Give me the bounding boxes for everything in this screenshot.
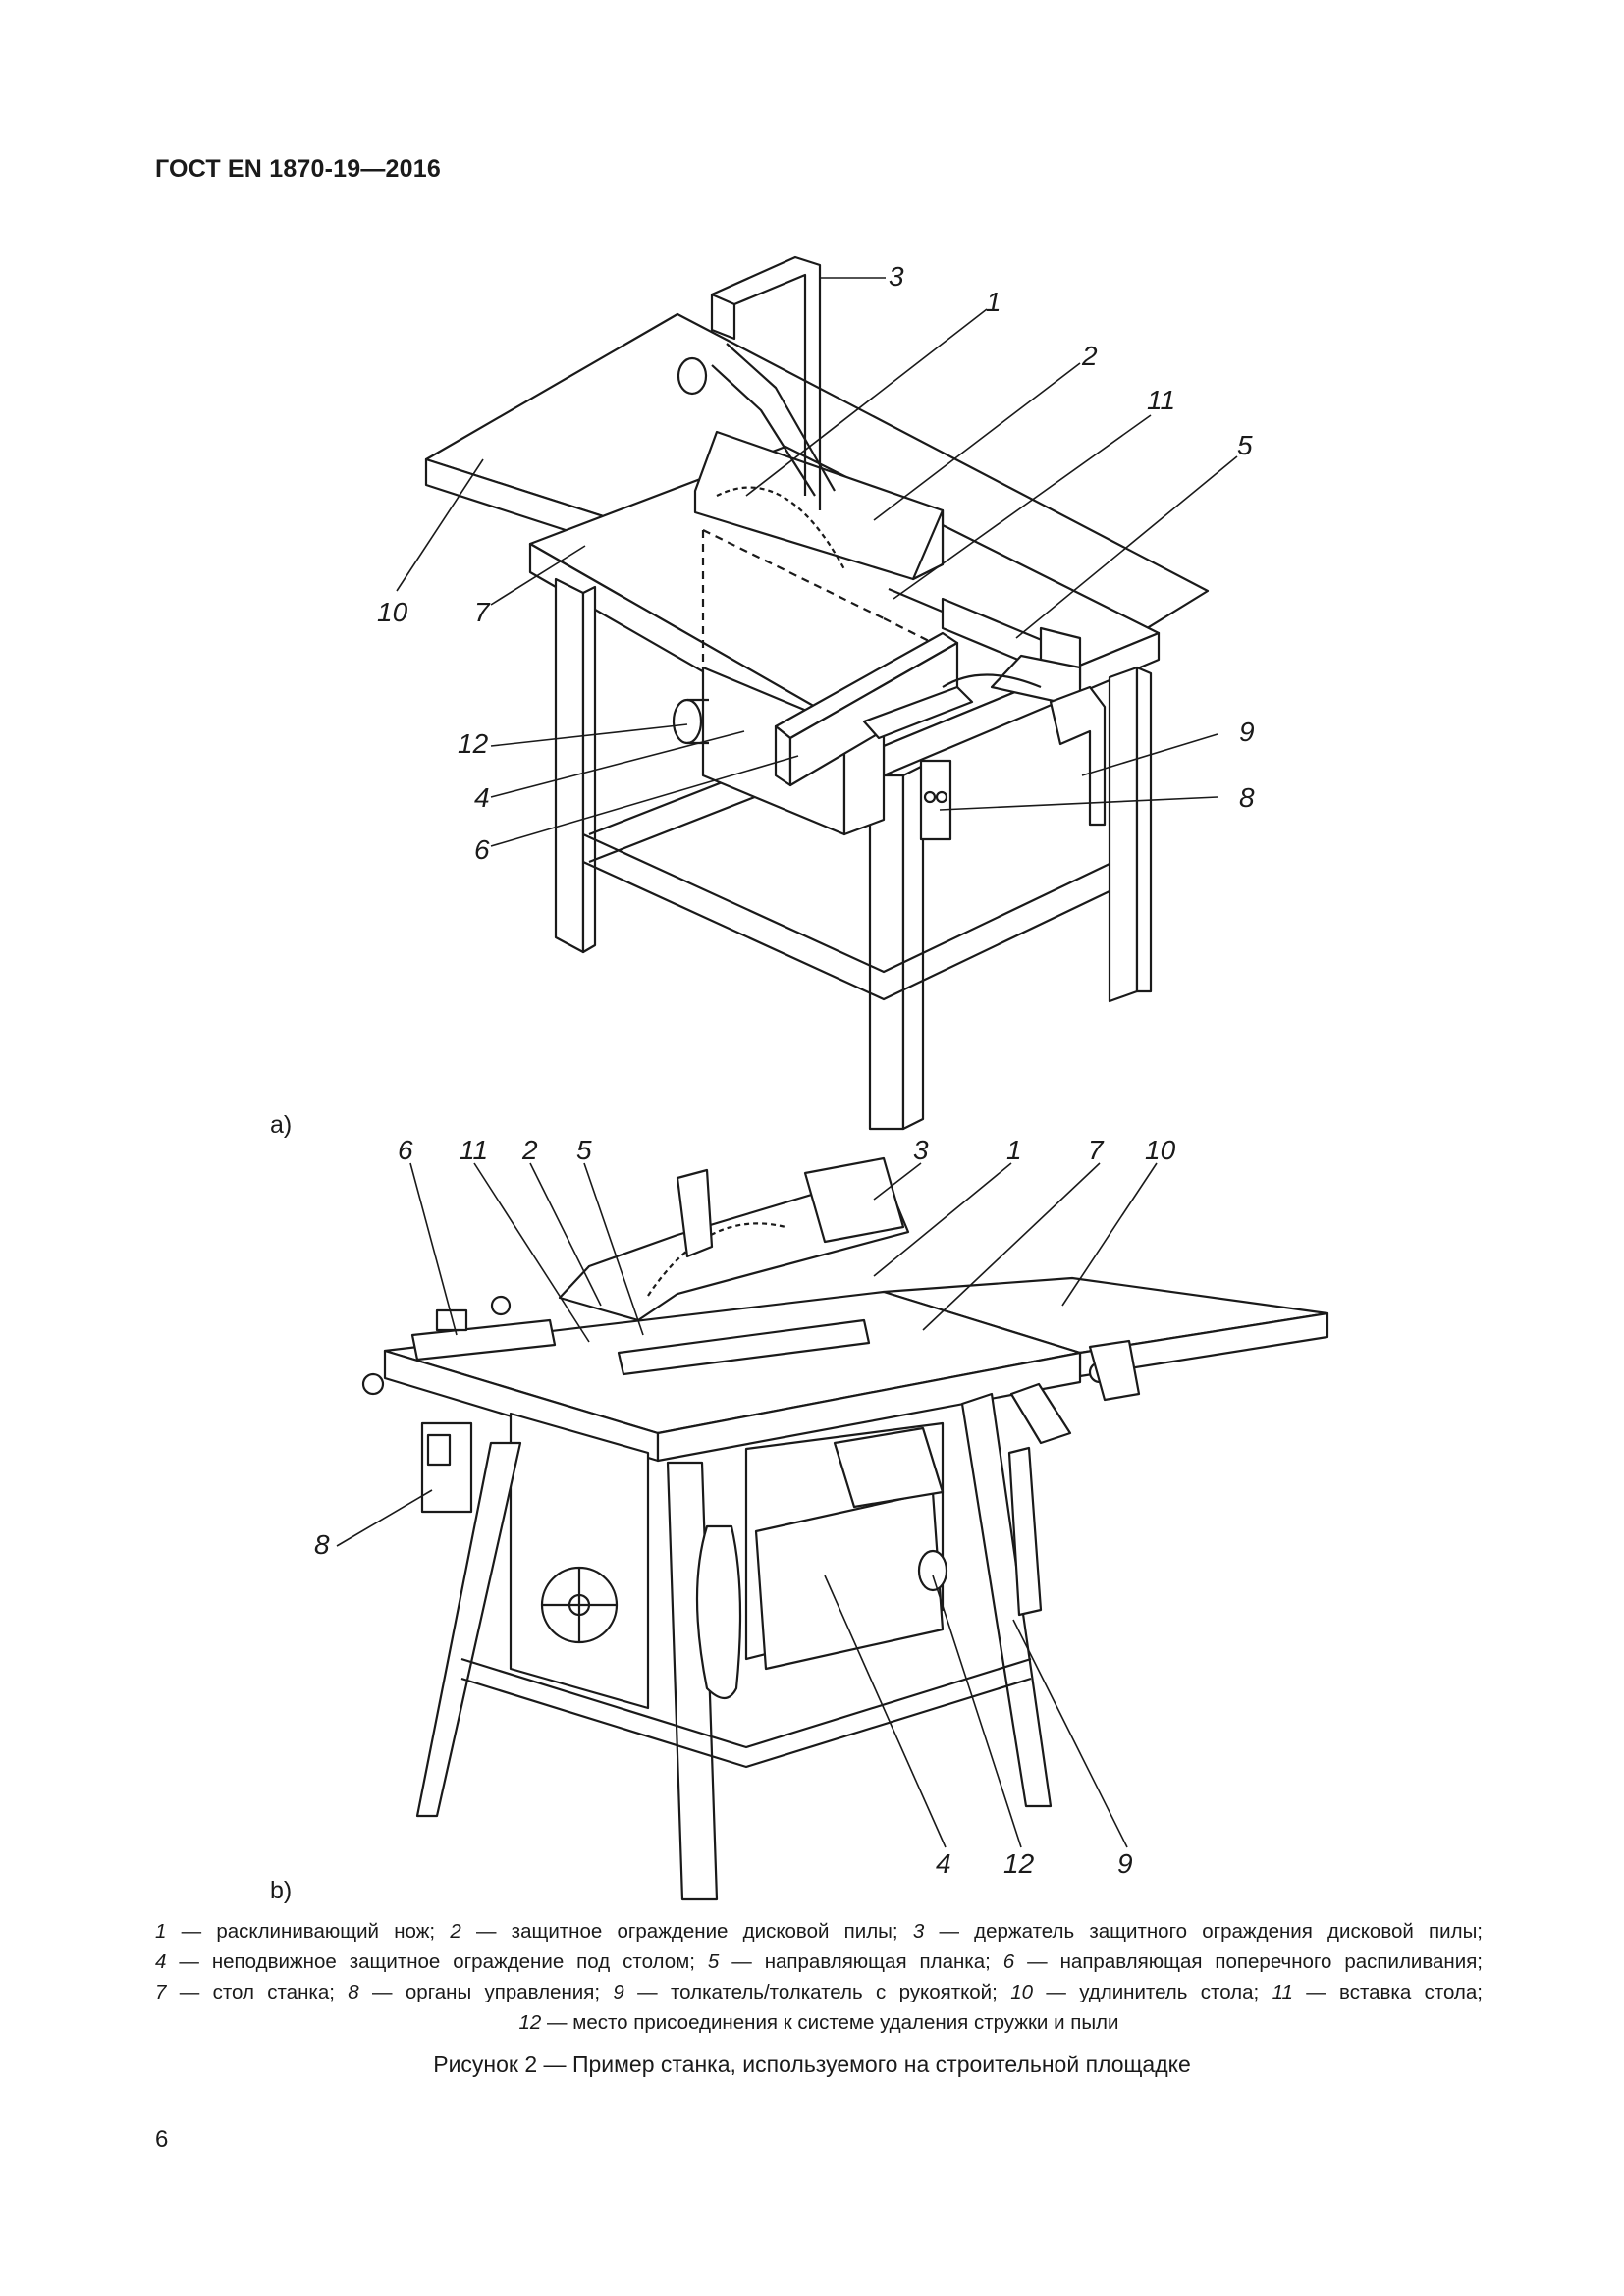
figure-a-label: a) — [270, 1111, 293, 1139]
legend-num-2: 2 — [450, 1920, 461, 1943]
callout-b-6: 6 — [398, 1135, 413, 1165]
legend-text-4: — неподвижное защитное ограждение под ст… — [166, 1950, 708, 1973]
callout-b-11: 11 — [460, 1135, 489, 1165]
callout-a-12: 12 — [458, 728, 489, 759]
legend-text-8: — органы управления; — [358, 1981, 614, 2003]
legend-line-3: 7 — стол станка; 8 — органы управления; … — [155, 1977, 1483, 2007]
legend-num-9: 9 — [613, 1981, 624, 2003]
legend-line-4: 12 — место присоединения к системе удале… — [155, 2007, 1483, 2038]
legend-text-11: — вставка стола; — [1292, 1981, 1483, 2003]
legend-text-10: — удлинитель стола; — [1033, 1981, 1272, 2003]
page-number: 6 — [155, 2126, 169, 2153]
legend-num-5: 5 — [707, 1950, 720, 1973]
callout-b-5: 5 — [576, 1135, 592, 1165]
callout-b-12: 12 — [1003, 1848, 1035, 1879]
callout-b-7: 7 — [1088, 1135, 1104, 1165]
callout-a-1: 1 — [986, 287, 1001, 317]
legend-text-6: — направляющая поперечного распиливания; — [1014, 1950, 1483, 1973]
callout-b-4: 4 — [936, 1848, 951, 1879]
legend-text-3: — держатель защитного ограждения дисково… — [924, 1920, 1483, 1943]
callout-a-8: 8 — [1239, 782, 1255, 813]
callout-a-2: 2 — [1082, 341, 1098, 371]
callout-a-3: 3 — [889, 261, 904, 292]
legend-num-3: 3 — [912, 1920, 925, 1943]
legend-num-7: 7 — [155, 1981, 167, 2003]
legend-text-2: — защитное ограждение дисковой пилы; — [460, 1920, 913, 1943]
legend-text-7: — стол станка; — [166, 1981, 349, 2003]
callout-a-7: 7 — [474, 597, 490, 627]
callout-a-11: 11 — [1147, 385, 1176, 415]
callout-b-8: 8 — [314, 1529, 330, 1560]
figure-b-label: b) — [270, 1877, 293, 1904]
legend-num-4: 4 — [155, 1950, 167, 1973]
legend-line-2: 4 — неподвижное защитное ограждение под … — [155, 1947, 1483, 1977]
callout-b-2: 2 — [522, 1135, 538, 1165]
legend-num-12: 12 — [518, 2011, 542, 2034]
figure-caption: Рисунок 2 — Пример станка, используемого… — [433, 2052, 1191, 2077]
legend-num-11: 11 — [1272, 1981, 1293, 2003]
legend-text-1: — расклинивающий нож; — [166, 1920, 451, 1943]
legend-line-1: 1 — расклинивающий нож; 2 — защитное огр… — [155, 1916, 1483, 1947]
callout-a-4: 4 — [474, 782, 490, 813]
callout-b-10: 10 — [1145, 1135, 1176, 1165]
legend-text-9: — толкатель/толкатель с рукояткой; — [623, 1981, 1011, 2003]
legend-num-8: 8 — [348, 1981, 359, 2003]
legend-num-6: 6 — [1002, 1950, 1015, 1973]
callout-a-6: 6 — [474, 834, 490, 865]
callout-a-10: 10 — [377, 597, 408, 627]
legend-num-1: 1 — [155, 1920, 167, 1943]
callout-b-1: 1 — [1006, 1135, 1022, 1165]
legend-num-10: 10 — [1010, 1981, 1033, 2003]
callout-a-5: 5 — [1237, 430, 1253, 460]
callout-b-9: 9 — [1117, 1848, 1133, 1879]
legend-text-5: — направляющая планка; — [719, 1950, 1003, 1973]
document-header: ГОСТ EN 1870-19—2016 — [155, 155, 441, 183]
legend-text-12: — место присоединения к системе удаления… — [541, 2011, 1119, 2034]
callout-a-9: 9 — [1239, 717, 1255, 747]
callout-b-3: 3 — [913, 1135, 929, 1165]
figure-legend: 1 — расклинивающий нож; 2 — защитное огр… — [155, 1916, 1483, 2038]
